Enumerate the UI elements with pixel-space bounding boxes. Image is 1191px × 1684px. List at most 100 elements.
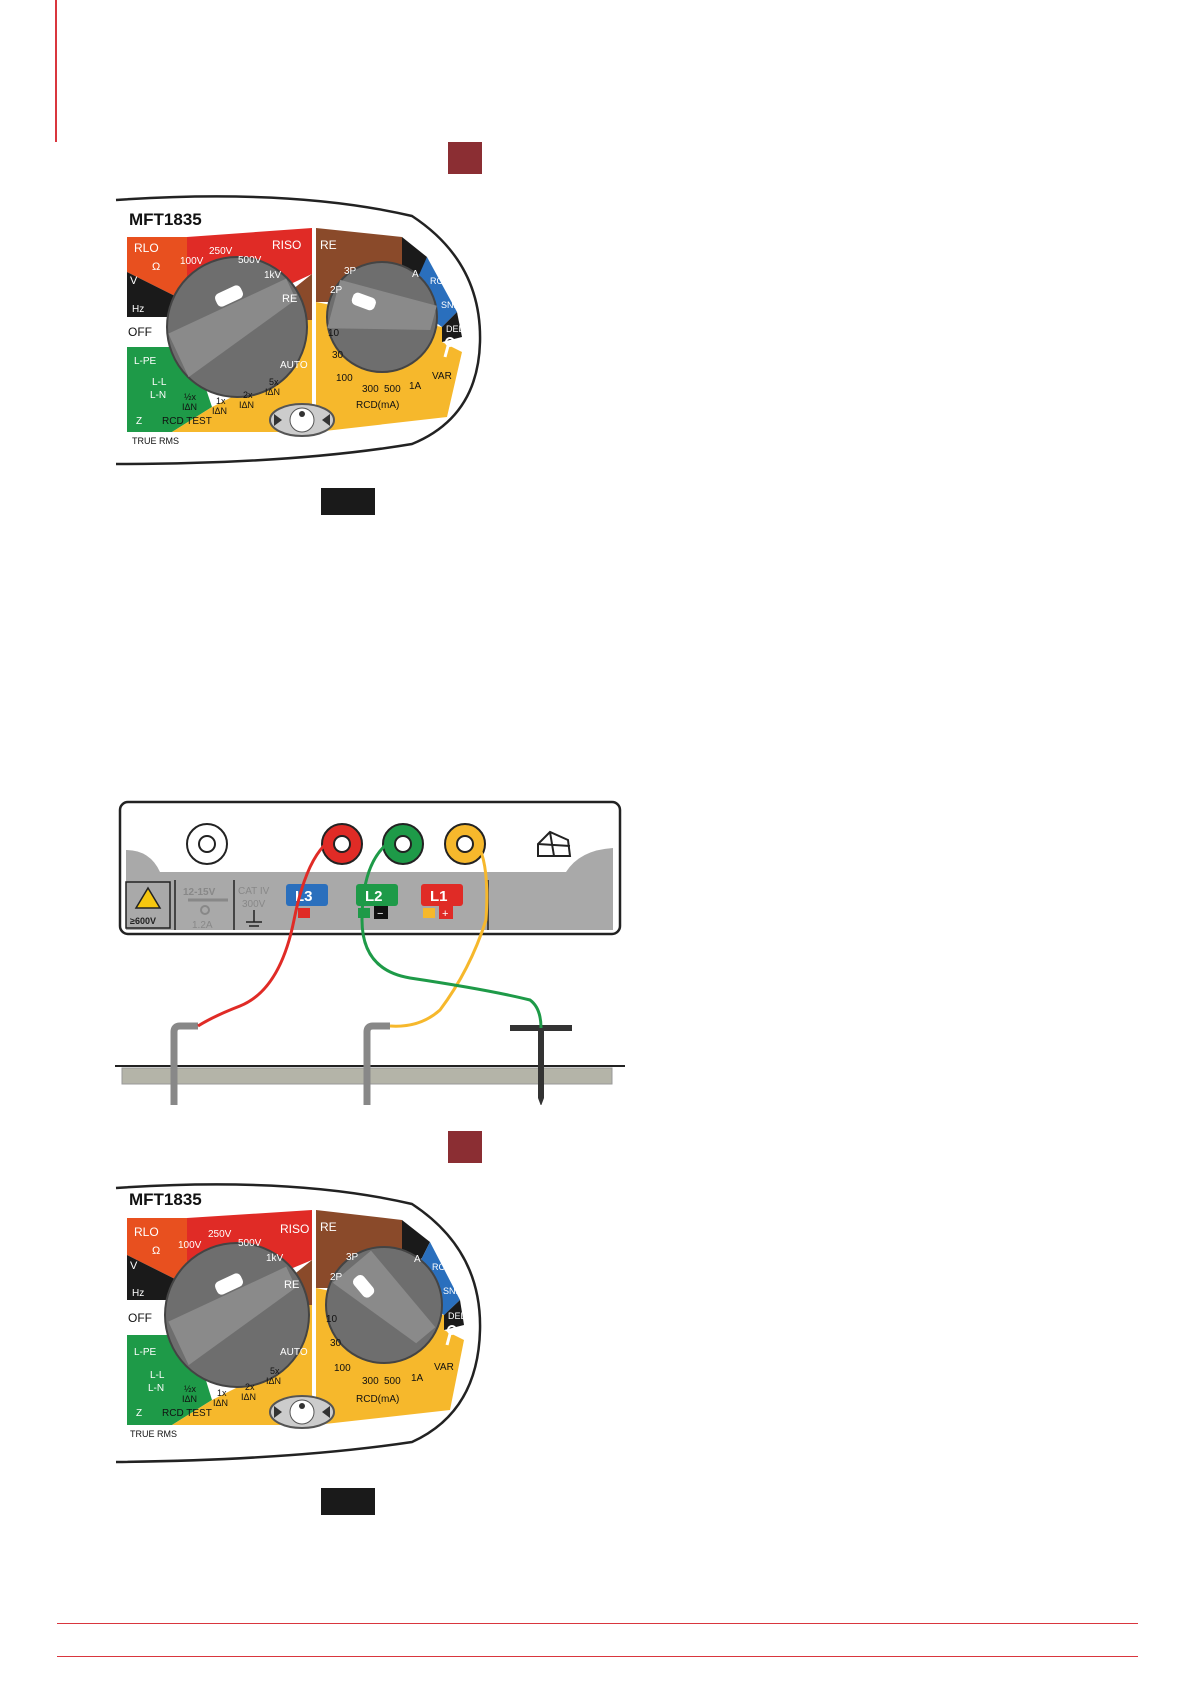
wire-yellow xyxy=(389,839,489,1028)
wire-red xyxy=(197,840,329,1028)
cat-voltage: 300V xyxy=(242,899,266,910)
label-idn-5x: IΔN xyxy=(266,1376,281,1386)
label-v250: 250V xyxy=(208,1229,232,1240)
label-rcd-test: RCD TEST xyxy=(162,416,212,427)
person-icon xyxy=(299,1403,305,1409)
label-v500: 500V xyxy=(238,255,262,266)
footer-rule-top xyxy=(57,1623,1138,1624)
label-true-rms: TRUE RMS xyxy=(132,436,179,446)
supply-current: 1.2A xyxy=(192,920,213,931)
label-1a: 1A xyxy=(409,381,422,392)
label-z: Z xyxy=(136,416,142,427)
label-del[interactable]: DEL xyxy=(446,324,464,334)
label-500ma: 500 xyxy=(384,1376,401,1387)
label-var: VAR xyxy=(434,1362,454,1373)
margin-vertical-rule xyxy=(55,0,57,142)
model-name: MFT1835 xyxy=(129,210,202,229)
terminal-wiring-diagram: ≥600V 12-15V 1.2A CAT IV 300V L3 L2 − L1… xyxy=(115,800,625,1105)
wrench-icon xyxy=(443,337,455,358)
label-rlo: RLO xyxy=(134,1225,159,1239)
plus-sign: + xyxy=(442,908,448,920)
label-riso: RISO xyxy=(280,1222,309,1236)
step-marker-3 xyxy=(448,1131,482,1163)
test-button[interactable] xyxy=(269,403,335,437)
label-l-pe: L-PE xyxy=(134,356,157,367)
meter-panel-1: MFT1835 RLO Ω V Hz OFF 100V 250V 500V RI… xyxy=(115,195,482,466)
label-1a: 1A xyxy=(411,1373,424,1384)
label-auto: AUTO xyxy=(280,1347,308,1358)
step-marker-4 xyxy=(321,1488,375,1515)
label-v100: 100V xyxy=(180,256,204,267)
label-v500: 500V xyxy=(238,1238,262,1249)
label-half-x: ½x xyxy=(184,392,197,402)
socket-l2-green[interactable] xyxy=(382,823,424,865)
cat-rating: CAT IV xyxy=(238,886,270,897)
label-300ma: 300 xyxy=(362,1376,379,1387)
label-off: OFF xyxy=(128,325,152,339)
test-button[interactable] xyxy=(269,1395,335,1429)
minus-sign: − xyxy=(377,908,383,920)
socket-l3-red[interactable] xyxy=(321,823,363,865)
label-rcd-test: RCD TEST xyxy=(162,1408,212,1419)
label-snd[interactable]: SND xyxy=(443,1286,463,1296)
socket-l1-yellow[interactable] xyxy=(444,823,486,865)
label-var: VAR xyxy=(432,371,452,382)
wrench-icon xyxy=(445,1325,457,1346)
auxiliary-spike-2 xyxy=(363,1022,390,1105)
label-v250: 250V xyxy=(209,246,233,257)
label-1kv: 1kV xyxy=(266,1253,284,1264)
label-riso: RISO xyxy=(272,238,301,252)
label-rlo: RLO xyxy=(134,241,159,255)
label-a: A xyxy=(414,1254,421,1265)
label-v: V xyxy=(130,1260,138,1272)
label-2x: 2x xyxy=(243,390,253,400)
label-v: V xyxy=(130,275,138,287)
label-300ma: 300 xyxy=(362,384,379,395)
label-snd[interactable]: SND xyxy=(441,300,461,310)
label-3p: 3P xyxy=(344,266,357,277)
meter-panel-2: MFT1835 RLO Ω V Hz OFF 100V 250V 500V RI… xyxy=(115,1183,482,1464)
label-idn-2x: IΔN xyxy=(241,1392,256,1402)
earth-socket[interactable] xyxy=(186,823,228,865)
label-1kv: 1kV xyxy=(264,270,282,281)
label-idn-half: IΔN xyxy=(182,1394,197,1404)
label-1x: 1x xyxy=(216,396,226,406)
label-rcl[interactable]: RCL xyxy=(430,276,448,286)
label-idn-half: IΔN xyxy=(182,402,197,412)
label-re-right: RE xyxy=(320,1220,337,1234)
auxiliary-spike-1 xyxy=(170,1022,198,1105)
label-re-left: RE xyxy=(282,293,297,305)
clamp-socket-icon[interactable] xyxy=(537,830,572,857)
label-re-left: RE xyxy=(284,1279,299,1291)
label-auto: AUTO xyxy=(280,360,308,371)
label-100ma: 100 xyxy=(334,1363,351,1374)
label-rcd-ma: RCD(mA) xyxy=(356,400,399,411)
label-hz: Hz xyxy=(132,304,144,315)
supply-voltage: 12-15V xyxy=(183,887,216,898)
model-name: MFT1835 xyxy=(129,1190,202,1209)
dc-polarity-icon xyxy=(200,905,210,915)
label-re-right: RE xyxy=(320,238,337,252)
label-2p: 2P xyxy=(330,285,343,296)
label-z: Z xyxy=(136,1408,142,1419)
wire-green xyxy=(360,838,543,1029)
label-half-x: ½x xyxy=(184,1384,197,1394)
label-true-rms: TRUE RMS xyxy=(130,1429,177,1439)
warning-voltage: ≥600V xyxy=(130,916,156,926)
label-l-l: L-L xyxy=(150,1370,165,1381)
label-del[interactable]: DEL xyxy=(448,1311,466,1321)
label-10ma: 10 xyxy=(326,1314,338,1325)
label-10ma: 10 xyxy=(328,328,340,339)
label-idn-1x: IΔN xyxy=(212,406,227,416)
label-100ma: 100 xyxy=(336,373,353,384)
label-a: A xyxy=(412,269,419,280)
step-marker-1 xyxy=(448,142,482,174)
warning-triangle-icon xyxy=(134,886,162,909)
label-l-l: L-L xyxy=(152,377,167,388)
label-idn-1x: IΔN xyxy=(213,1398,228,1408)
label-l-pe: L-PE xyxy=(134,1347,157,1358)
label-idn-5x: IΔN xyxy=(265,387,280,397)
label-off: OFF xyxy=(128,1311,152,1325)
step-marker-2 xyxy=(321,488,375,515)
label-rcl[interactable]: RCL xyxy=(432,1262,450,1272)
